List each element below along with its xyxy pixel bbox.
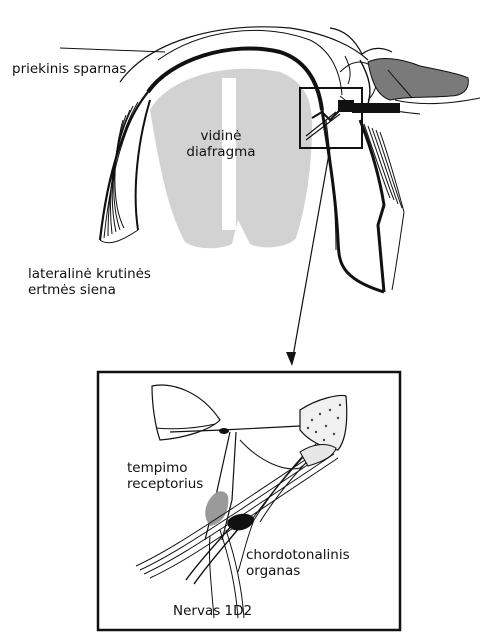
label-inner-diaphragm: vidinė diafragma: [182, 128, 260, 160]
label-forewing: priekinis sparnas: [12, 61, 126, 77]
hinge-bar: [352, 103, 400, 113]
left-thorax-wall: [100, 92, 150, 243]
label-nerve-1d2: Nervas 1D2: [173, 603, 252, 619]
label-lateral-thorax-wall: lateralinė krutinės ertmės siena: [28, 266, 151, 298]
label-chordotonal-organ: chordotonalinis organas: [246, 547, 350, 579]
forewing-line: [60, 48, 165, 52]
detail-frame: [98, 372, 400, 630]
detail-panel: [98, 372, 400, 630]
attachment-point: [219, 428, 229, 434]
callout-arrowhead: [286, 352, 296, 366]
hinge-block: [338, 100, 354, 112]
wing-hinge: [330, 28, 480, 114]
thorax-section: [60, 27, 480, 366]
label-stretch-receptor: tempimo receptorius: [127, 460, 203, 492]
